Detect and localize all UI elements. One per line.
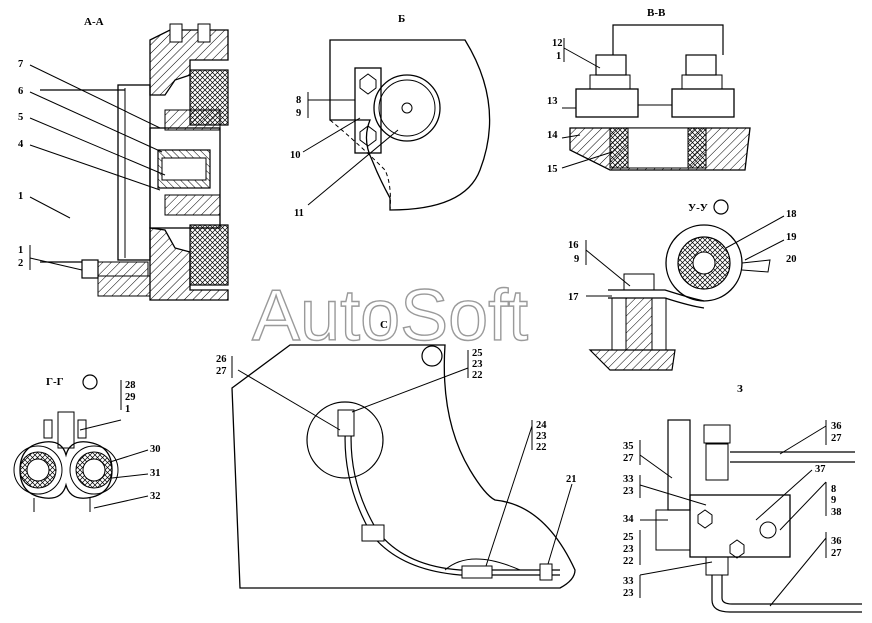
view-vv: В-В 12 1 13 14 15: [547, 7, 751, 175]
callout-z8: 8: [831, 484, 836, 495]
callout-c25: 25: [472, 348, 483, 359]
view-b: Б 8 9 10 11: [290, 13, 491, 219]
callout-c23b: 23: [536, 431, 547, 442]
callout-7: 7: [18, 59, 23, 70]
bolt: [81, 259, 99, 279]
view-z-title: З: [737, 383, 743, 395]
clamp-block-right: [671, 88, 735, 118]
callout-z33b: 33: [623, 576, 634, 587]
callout-z27b: 27: [831, 433, 842, 444]
callout-gg28: 28: [125, 380, 136, 391]
callout-c23: 23: [472, 359, 483, 370]
callout-b9: 9: [296, 108, 301, 119]
view-gg: Г-Г 28 29 1 30 31 32: [13, 374, 161, 512]
callout-1b: 1: [18, 245, 23, 256]
callout-gg31: 31: [150, 468, 161, 479]
callout-c24: 24: [536, 420, 547, 431]
view-c: С 26 27 25 23 22 24 23 22 21: [216, 319, 577, 589]
view-b-title: Б: [398, 13, 405, 25]
view-z: З 35 27 36 27 33 23 37 8 9 38: [623, 383, 862, 613]
callout-c21: 21: [566, 474, 577, 485]
callout-z33a: 33: [623, 474, 634, 485]
callout-z36b: 36: [831, 536, 842, 547]
callout-uu17: 17: [568, 292, 579, 303]
callout-gg1: 1: [125, 404, 130, 415]
callout-gg32: 32: [150, 491, 161, 502]
callout-vv13: 13: [547, 96, 558, 107]
pulley: [373, 74, 441, 142]
view-aa-title: А-А: [84, 16, 104, 28]
callout-b10: 10: [290, 150, 301, 161]
view-vv-title: В-В: [647, 7, 666, 19]
callout-2: 2: [18, 258, 23, 269]
view-uu-title: У-У: [688, 202, 708, 214]
callout-z23c: 23: [623, 588, 634, 599]
watermark: AutoSoft: [252, 276, 528, 356]
view-aa: А-А 7 6 5 4 1: [18, 16, 229, 301]
callout-uu9: 9: [574, 254, 579, 265]
callout-4: 4: [18, 139, 24, 150]
callout-gg29: 29: [125, 392, 136, 403]
callout-b8: 8: [296, 95, 301, 106]
callout-z22: 22: [623, 556, 634, 567]
callout-vv15: 15: [547, 164, 558, 175]
callout-c26: 26: [216, 354, 227, 365]
callout-c27: 27: [216, 366, 227, 377]
callout-z36a: 36: [831, 421, 842, 432]
flange-plate: [117, 84, 151, 261]
callout-6: 6: [18, 86, 23, 97]
clamp-block-left: [575, 88, 639, 118]
callout-c22b: 22: [536, 442, 547, 453]
view-uu: У-У 16 9 18 19 20 17: [568, 199, 797, 371]
callout-z27c: 27: [831, 548, 842, 559]
callout-uu18: 18: [786, 209, 797, 220]
callout-uu16: 16: [568, 240, 579, 251]
callout-uu19: 19: [786, 232, 797, 243]
callout-z37: 37: [815, 464, 826, 475]
bearing-bottom: [189, 224, 229, 286]
callout-c22: 22: [472, 370, 483, 381]
callout-5: 5: [18, 112, 23, 123]
callout-z34: 34: [623, 514, 634, 525]
callout-b11: 11: [294, 208, 304, 219]
callout-z38: 38: [831, 507, 842, 518]
callout-z35: 35: [623, 441, 634, 452]
callout-1: 1: [18, 191, 23, 202]
view-c-title: С: [380, 319, 388, 331]
callout-z23a: 23: [623, 486, 634, 497]
tube-route: [344, 419, 560, 576]
callout-vv1: 1: [556, 51, 561, 62]
callout-z23b: 23: [623, 544, 634, 555]
callout-uu20: 20: [786, 254, 797, 265]
callout-gg30: 30: [150, 444, 161, 455]
callout-z27a: 27: [623, 453, 634, 464]
bracket-outline: [329, 39, 491, 211]
callout-vv12: 12: [552, 38, 563, 49]
frame-outline: [231, 344, 576, 589]
callout-vv14: 14: [547, 130, 558, 141]
view-gg-title: Г-Г: [46, 376, 64, 388]
callout-z9: 9: [831, 495, 836, 506]
callout-z25: 25: [623, 532, 634, 543]
